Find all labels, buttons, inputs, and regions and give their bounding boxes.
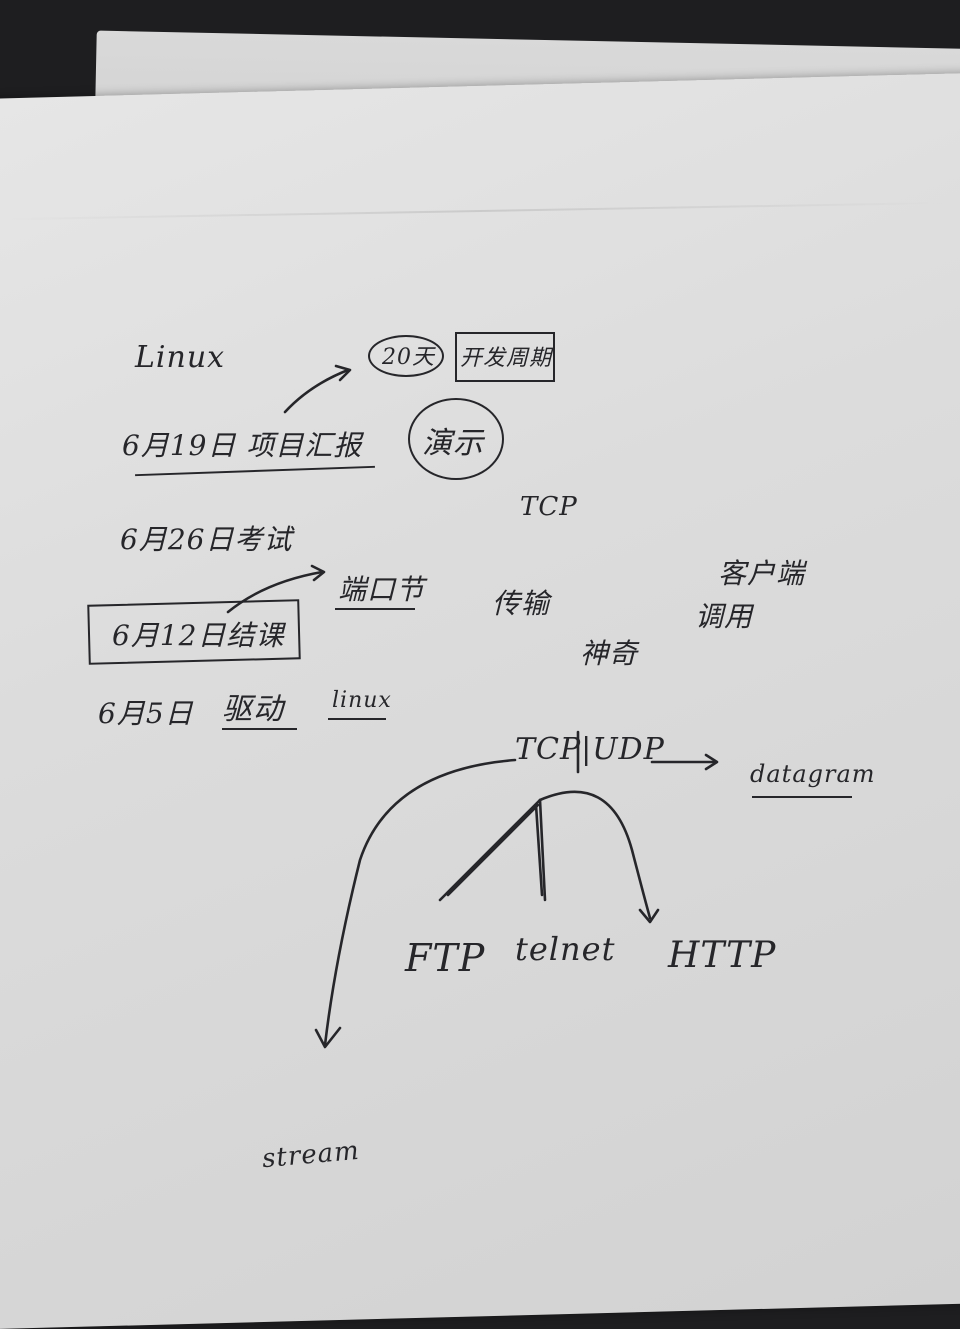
arrow-to-endpoint xyxy=(226,570,324,614)
telnet-label: telnet xyxy=(515,930,616,968)
ftp-label: FTP xyxy=(405,936,486,980)
cycle-label: 开发周期 xyxy=(460,346,553,371)
linux-small-label: linux xyxy=(332,688,392,713)
client-label: 客户端 xyxy=(718,557,806,590)
arrow-to-stream xyxy=(323,758,517,1047)
arrow-head-stream xyxy=(314,1026,342,1049)
days-20-label: 20天 xyxy=(382,345,435,370)
call-label: 调用 xyxy=(695,600,754,633)
arrow-head-datagram xyxy=(704,753,719,771)
driver-underline xyxy=(222,728,297,730)
arrow-to-20-days xyxy=(283,368,350,414)
transfer-label: 传输 xyxy=(492,587,551,620)
endpoint-label: 端口节 xyxy=(338,573,426,606)
cycle-box xyxy=(455,332,555,382)
datagram-label: datagram xyxy=(750,760,876,788)
linux-small-underline xyxy=(328,718,386,720)
date-619-label: 6月19日 项目汇报 xyxy=(122,429,363,462)
arrow-head-endpoint xyxy=(310,564,326,582)
endpoint-underline xyxy=(335,608,415,610)
tree-branch-http xyxy=(538,790,652,920)
date-626-label: 6月26日考试 xyxy=(120,523,293,556)
tree-trunk-telnet-thick xyxy=(534,803,544,897)
demo-circle xyxy=(408,398,504,480)
demo-label: 演示 xyxy=(422,426,484,461)
arrow-head-20-days xyxy=(334,364,352,382)
driver-label: 驱动 xyxy=(222,692,284,727)
tree-branch-ftp-thick xyxy=(446,803,540,897)
ink-strokes xyxy=(0,0,960,1280)
tcp-udp-label: TCP|UDP xyxy=(515,732,665,767)
datagram-underline xyxy=(752,796,852,798)
tree-branch-ftp xyxy=(438,798,542,902)
linux-title: Linux xyxy=(135,340,226,375)
date-65-label: 6月5日 xyxy=(98,697,194,730)
arrow-head-http xyxy=(638,908,660,924)
tcp-label: TCP xyxy=(520,492,578,522)
magic-label: 神奇 xyxy=(580,637,639,670)
tree-trunk-telnet xyxy=(538,798,547,902)
days-20-circle xyxy=(368,335,444,377)
date-612-label: 6月12日结课 xyxy=(112,619,285,652)
http-label: HTTP xyxy=(668,935,777,976)
